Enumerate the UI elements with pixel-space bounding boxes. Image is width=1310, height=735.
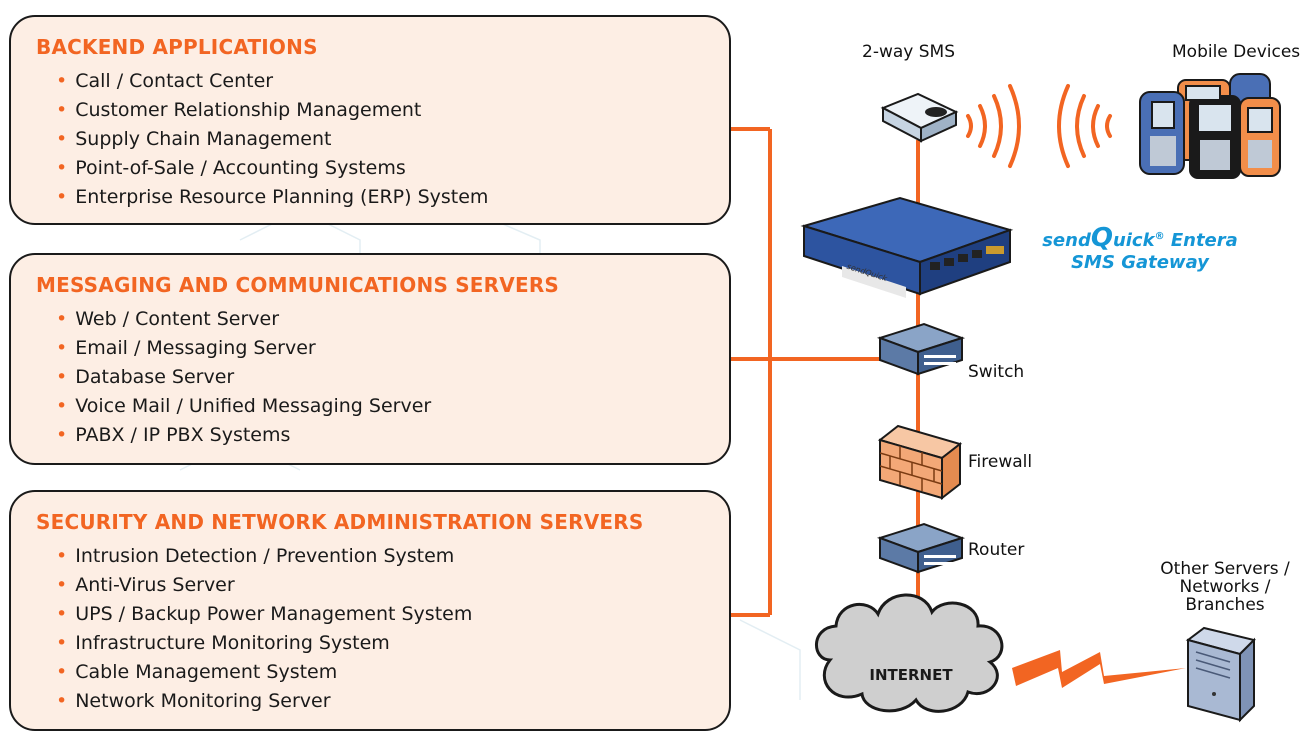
- switch-icon: [876, 322, 966, 376]
- mobile-devices-icon: [1139, 73, 1281, 179]
- panel-title: SECURITY AND NETWORK ADMINISTRATION SERV…: [36, 510, 644, 534]
- panel-backend-applications: BACKEND APPLICATIONS •Call / Contact Cen…: [9, 15, 731, 225]
- mobile-devices-label: Mobile Devices: [1172, 42, 1301, 62]
- list-item: •Email / Messaging Server: [56, 337, 316, 359]
- sms-gateway-device-icon: [800, 196, 1014, 298]
- panel-title: BACKEND APPLICATIONS: [36, 35, 318, 59]
- list-item: •Enterprise Resource Planning (ERP) Syst…: [56, 186, 489, 208]
- list-item: •Database Server: [56, 366, 235, 388]
- wan-link-icon: [1012, 650, 1186, 688]
- switch-label: Switch: [968, 362, 1025, 382]
- item-list: •Call / Contact Center •Customer Relatio…: [56, 67, 488, 212]
- server-tower-icon: [1185, 626, 1256, 723]
- list-item: •Voice Mail / Unified Messaging Server: [56, 395, 432, 417]
- panel-messaging-servers: MESSAGING AND COMMUNICATIONS SERVERS •We…: [9, 253, 731, 465]
- firewall-label: Firewall: [968, 452, 1033, 472]
- firewall-icon: [877, 424, 963, 501]
- list-item: •Anti-Virus Server: [56, 574, 235, 596]
- router-label: Router: [968, 540, 1025, 560]
- bracket-connector: [731, 127, 880, 617]
- list-item: •Network Monitoring Server: [56, 690, 331, 712]
- router-icon: [876, 522, 966, 574]
- other-servers-label: Other Servers / Networks / Branches: [1160, 559, 1290, 615]
- internet-cloud-icon: [815, 593, 1004, 713]
- gateway-subtitle: SMS Gateway: [1071, 252, 1209, 273]
- item-list: •Web / Content Server •Email / Messaging…: [56, 305, 431, 450]
- list-item: •Supply Chain Management: [56, 128, 332, 150]
- list-item: •Intrusion Detection / Prevention System: [56, 545, 455, 567]
- gateway-label: sendQuick® Entera SMS Gateway: [1040, 223, 1240, 274]
- panel-security-network-servers: SECURITY AND NETWORK ADMINISTRATION SERV…: [9, 490, 731, 731]
- list-item: •UPS / Backup Power Management System: [56, 603, 473, 625]
- panel-title: MESSAGING AND COMMUNICATIONS SERVERS: [36, 273, 560, 297]
- list-item: •Customer Relationship Management: [56, 99, 422, 121]
- signal-waves-icon: [966, 84, 1112, 168]
- list-item: •PABX / IP PBX Systems: [56, 424, 291, 446]
- two-way-sms-label: 2-way SMS: [862, 42, 955, 62]
- gateway-product-name: sendQuick® Entera: [1042, 223, 1238, 253]
- list-item: •Infrastructure Monitoring System: [56, 632, 390, 654]
- list-item: •Point-of-Sale / Accounting Systems: [56, 157, 406, 179]
- list-item: •Call / Contact Center: [56, 70, 274, 92]
- list-item: •Cable Management System: [56, 661, 338, 683]
- list-item: •Web / Content Server: [56, 308, 280, 330]
- internet-label: INTERNET: [869, 666, 953, 684]
- item-list: •Intrusion Detection / Prevention System…: [56, 542, 472, 716]
- modem-icon: [880, 92, 959, 143]
